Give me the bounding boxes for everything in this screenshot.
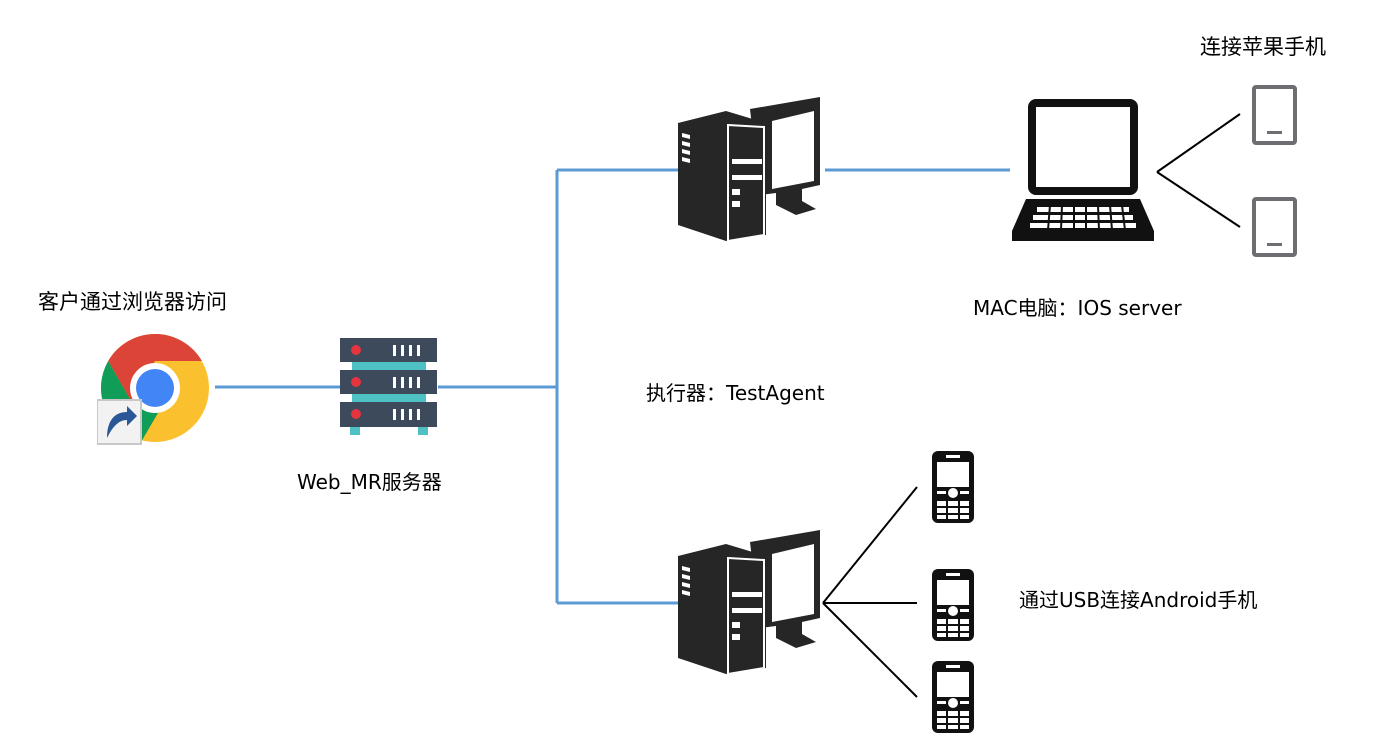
web-server-label: Web_MR服务器	[297, 470, 442, 494]
apple-phones-label: 连接苹果手机	[1200, 35, 1326, 59]
android-phones-label: 通过USB连接Android手机	[1019, 588, 1258, 612]
agent-label: 执行器：TestAgent	[646, 381, 825, 405]
feature-phone-icon	[932, 569, 974, 641]
desktop-computer-icon	[678, 97, 820, 242]
laptop-icon	[1012, 99, 1154, 241]
tablet-phone-icon	[1252, 85, 1297, 145]
feature-phone-icon	[932, 661, 974, 733]
tablet-phone-icon	[1252, 197, 1297, 257]
desktop-computer-icon	[678, 530, 820, 675]
link-mac-iphone-2	[1156, 171, 1241, 228]
mac-label: MAC电脑：IOS server	[973, 296, 1182, 320]
link-mac-iphone-1	[1156, 113, 1241, 173]
server-rack-icon	[340, 338, 437, 435]
browser-label: 客户通过浏览器访问	[38, 290, 227, 314]
usb-link-1	[822, 486, 918, 604]
chrome-shortcut-icon[interactable]	[97, 332, 213, 448]
feature-phone-icon	[932, 451, 974, 523]
usb-link-3	[822, 602, 918, 698]
